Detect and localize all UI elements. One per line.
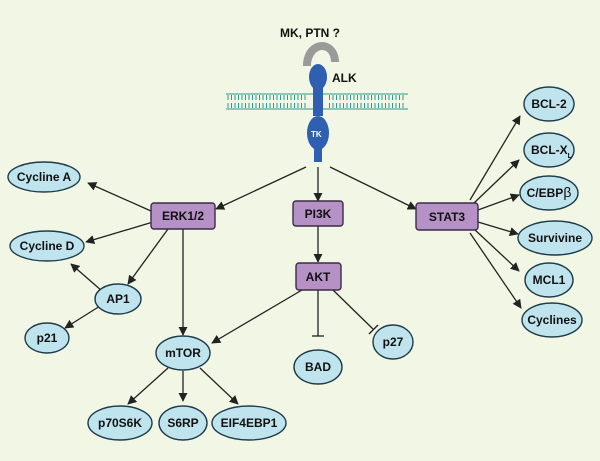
node-p70s6k: p70S6K: [87, 405, 153, 441]
akt-label: AKT: [306, 270, 331, 284]
eif4ebp1-label: EIF4EBP1: [221, 416, 278, 430]
edge-mtor-p70s6k: [127, 367, 169, 405]
edge-alk-erk: [215, 166, 307, 210]
alk-label: ALK: [332, 71, 357, 85]
ligand-label: MK, PTN ?: [280, 26, 340, 40]
edge-erk-ap1: [127, 228, 169, 285]
edge-ap1-cyclined: [70, 263, 103, 292]
node-mcl1: MCL1: [524, 262, 574, 298]
node-ap1: AP1: [94, 283, 142, 315]
bad-label: BAD: [305, 360, 331, 374]
node-cebpb: C/EBPβ: [519, 175, 579, 211]
mcl1-label: MCL1: [533, 273, 566, 287]
ap1-label: AP1: [106, 292, 130, 306]
alk-transmembrane-stem: [313, 86, 323, 116]
alk-intracellular-tail: [314, 148, 322, 162]
cebpb-main: C/EBP: [527, 186, 564, 200]
edge-mtor-eif4ebp1: [199, 367, 239, 405]
node-erk: ERK1/2: [150, 202, 216, 230]
node-mtor: mTOR: [155, 335, 211, 371]
pi3k-label: PI3K: [305, 207, 332, 221]
bcl2-label: BCL-2: [531, 97, 567, 111]
node-stat3: STAT3: [415, 202, 479, 231]
node-cycline-a: Cycline A: [7, 161, 81, 193]
edge-akt-p27: [332, 289, 374, 330]
alk-kinase-domain: [307, 116, 329, 150]
cycline-a-label: Cycline A: [17, 170, 72, 184]
node-bcl2: BCL-2: [523, 86, 575, 122]
p70s6k-label: p70S6K: [98, 416, 142, 430]
survivine-label: Survivine: [528, 231, 582, 245]
edge-stat3-survivine: [477, 221, 519, 237]
cebpb-label: C/EBPβ: [527, 184, 572, 200]
edges: [64, 115, 522, 405]
node-cycline-d: Cycline D: [9, 230, 85, 262]
node-eif4ebp1: EIF4EBP1: [211, 405, 287, 441]
node-p21: p21: [24, 322, 70, 354]
edge-ap1-p21: [64, 305, 101, 329]
edge-stat3-bclxl: [473, 159, 520, 204]
edge-alk-stat3: [329, 166, 417, 210]
cyclines-label: Cyclines: [527, 313, 577, 327]
cebpb-beta: β: [563, 184, 571, 200]
alk-extracellular-domain: [309, 64, 327, 90]
node-akt: AKT: [295, 262, 342, 291]
edge-stat3-bcl2: [469, 115, 521, 201]
p27-label: p27: [383, 335, 404, 349]
node-bclxl: BCL-XL: [523, 132, 575, 168]
tk-label: TK: [311, 130, 322, 139]
alk-receptor: MK, PTN ? ALK TK: [280, 26, 357, 162]
edge-stat3-mcl1: [473, 228, 520, 272]
bclxl-main: BCL-X: [531, 143, 568, 157]
node-pi3k: PI3K: [292, 200, 344, 227]
p21-label: p21: [37, 331, 58, 345]
edge-stat3-cebpb: [477, 193, 520, 211]
erk-label: ERK1/2: [162, 209, 204, 223]
node-bad: BAD: [293, 349, 343, 385]
stat3-label: STAT3: [429, 210, 466, 224]
cycline-d-label: Cycline D: [20, 239, 75, 253]
ligand-shape: [303, 42, 339, 66]
mtor-label: mTOR: [165, 346, 201, 360]
node-s6rp: S6RP: [158, 405, 208, 441]
node-p27: p27: [372, 324, 414, 360]
s6rp-label: S6RP: [167, 416, 198, 430]
edge-p27-inhibit-bar: [368, 324, 379, 335]
node-cyclines: Cyclines: [521, 302, 583, 338]
node-survivine: Survivine: [517, 220, 593, 256]
edge-akt-mtor: [211, 289, 303, 344]
cell-membrane: [226, 93, 408, 110]
edge-erk-cyclined: [85, 221, 154, 245]
edge-stat3-cyclines: [469, 232, 522, 309]
bclxl-subscript: L: [568, 153, 573, 160]
edge-erk-cyclinea: [87, 182, 152, 212]
bclxl-label: BCL-XL: [531, 143, 573, 160]
